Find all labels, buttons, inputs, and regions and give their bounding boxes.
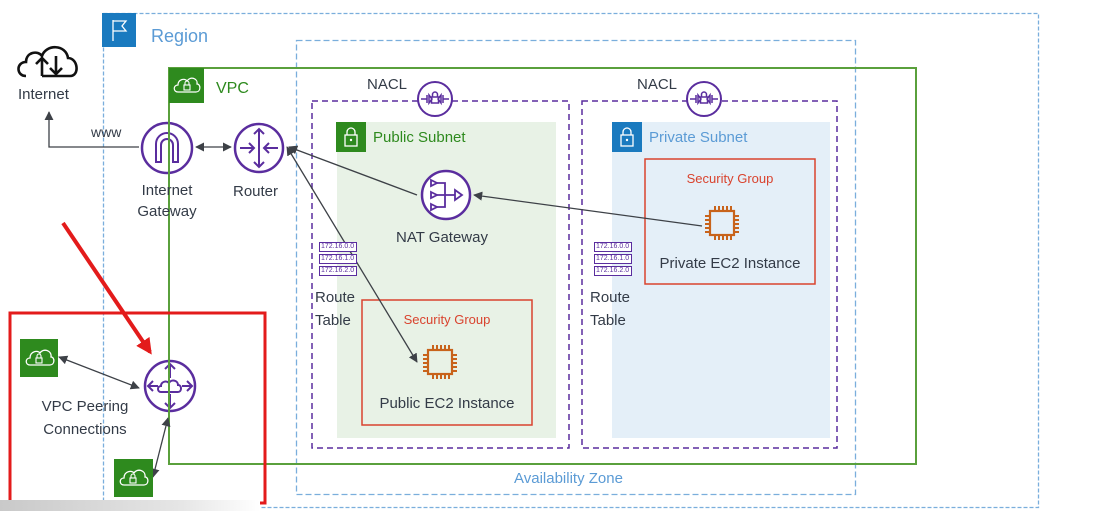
www-label: www bbox=[91, 124, 122, 140]
security-group-public-label: Security Group bbox=[403, 312, 491, 327]
nat-gateway-label: NAT Gateway bbox=[396, 229, 488, 246]
route-label-line1: Route bbox=[315, 289, 356, 306]
slide-shadow bbox=[0, 500, 260, 511]
router-icon[interactable] bbox=[232, 121, 286, 175]
availability-zone-label: Availability Zone bbox=[514, 470, 623, 487]
public-ec2-chip-icon[interactable] bbox=[420, 342, 460, 382]
public-subnet-label: Public Subnet bbox=[373, 129, 466, 146]
private-ec2-label: Private EC2 Instance bbox=[659, 255, 801, 272]
route-table-public-icon[interactable]: 172.16.0.0 172.16.1.0 172.16.2.0 bbox=[319, 242, 357, 276]
vpc-border-over-igw bbox=[168, 120, 170, 176]
route-entry: 172.16.1.0 bbox=[319, 254, 357, 264]
router-label: Router bbox=[233, 183, 279, 200]
public-ec2-label: Public EC2 Instance bbox=[379, 395, 515, 412]
security-group-private-box bbox=[644, 158, 816, 285]
internet-cloud-icon bbox=[17, 45, 78, 78]
public-subnet-badge bbox=[336, 122, 366, 152]
peer-vpc-bottom[interactable] bbox=[114, 459, 153, 497]
private-subnet-badge bbox=[612, 122, 642, 152]
route-table-private-label: Route Table bbox=[590, 286, 630, 332]
route-entry: 172.16.2.0 bbox=[594, 266, 632, 276]
peer-vpc-bottom-connector bbox=[150, 417, 171, 478]
route-table-public-label: Route Table bbox=[315, 286, 355, 332]
internet-label: Internet bbox=[18, 86, 69, 103]
lock-icon bbox=[344, 127, 358, 147]
vpc-peering-line2: Connections bbox=[43, 421, 127, 438]
route-entry: 172.16.2.0 bbox=[319, 266, 357, 276]
route-entry: 172.16.0.0 bbox=[594, 242, 632, 252]
igw-label-line2: Gateway bbox=[137, 203, 197, 220]
igw-to-internet-connector bbox=[44, 111, 139, 148]
internet-gateway-label: Internet Gateway bbox=[127, 180, 207, 222]
route-label-line2: Table bbox=[315, 312, 351, 329]
vpc-peering-icon[interactable] bbox=[142, 358, 198, 414]
region-label: Region bbox=[151, 26, 209, 46]
private-ec2-chip-icon[interactable] bbox=[702, 203, 742, 243]
private-subnet-area bbox=[612, 122, 830, 438]
route-table-private-icon[interactable]: 172.16.0.0 172.16.1.0 172.16.2.0 bbox=[594, 242, 632, 276]
route-entry: 172.16.0.0 bbox=[319, 242, 357, 252]
vpc-cloud-lock-icon bbox=[25, 349, 55, 366]
vpc-label: VPC bbox=[216, 80, 249, 97]
route-label-line2: Table bbox=[590, 312, 626, 329]
vpc-cloud-lock-icon bbox=[173, 77, 201, 93]
nacl-private-label: NACL bbox=[637, 76, 678, 93]
vpc-cloud-lock-icon bbox=[119, 469, 149, 486]
highlight-arrow bbox=[61, 221, 152, 355]
route-label-line1: Route bbox=[590, 289, 631, 306]
vpc-peering-label: VPC Peering Connections bbox=[30, 395, 140, 441]
nat-gateway-icon[interactable] bbox=[419, 168, 473, 222]
nacl-private-boundary bbox=[581, 100, 838, 449]
vpc-boundary bbox=[168, 67, 917, 465]
internet-gateway-icon[interactable] bbox=[139, 120, 195, 176]
vpc-border-over-peering bbox=[168, 358, 170, 414]
peer-vpc-left-connector bbox=[58, 355, 140, 390]
region-badge bbox=[102, 13, 136, 47]
route-entry: 172.16.1.0 bbox=[594, 254, 632, 264]
region-boundary bbox=[102, 12, 1040, 509]
vpc-peering-line1: VPC Peering bbox=[41, 398, 129, 415]
availability-zone-boundary bbox=[295, 39, 857, 496]
nacl-public-label: NACL bbox=[367, 76, 408, 93]
private-subnet-label: Private Subnet bbox=[649, 129, 748, 146]
security-group-private-label: Security Group bbox=[686, 171, 774, 186]
lock-icon bbox=[620, 127, 634, 147]
nacl-private-icon[interactable] bbox=[685, 80, 723, 118]
nacl-public-icon[interactable] bbox=[416, 80, 454, 118]
private-ec2-to-nat-connector bbox=[473, 191, 703, 227]
peer-vpc-left[interactable] bbox=[20, 339, 58, 377]
flag-icon bbox=[112, 20, 128, 41]
igw-label-line1: Internet bbox=[141, 182, 193, 199]
vpc-badge bbox=[169, 68, 204, 103]
